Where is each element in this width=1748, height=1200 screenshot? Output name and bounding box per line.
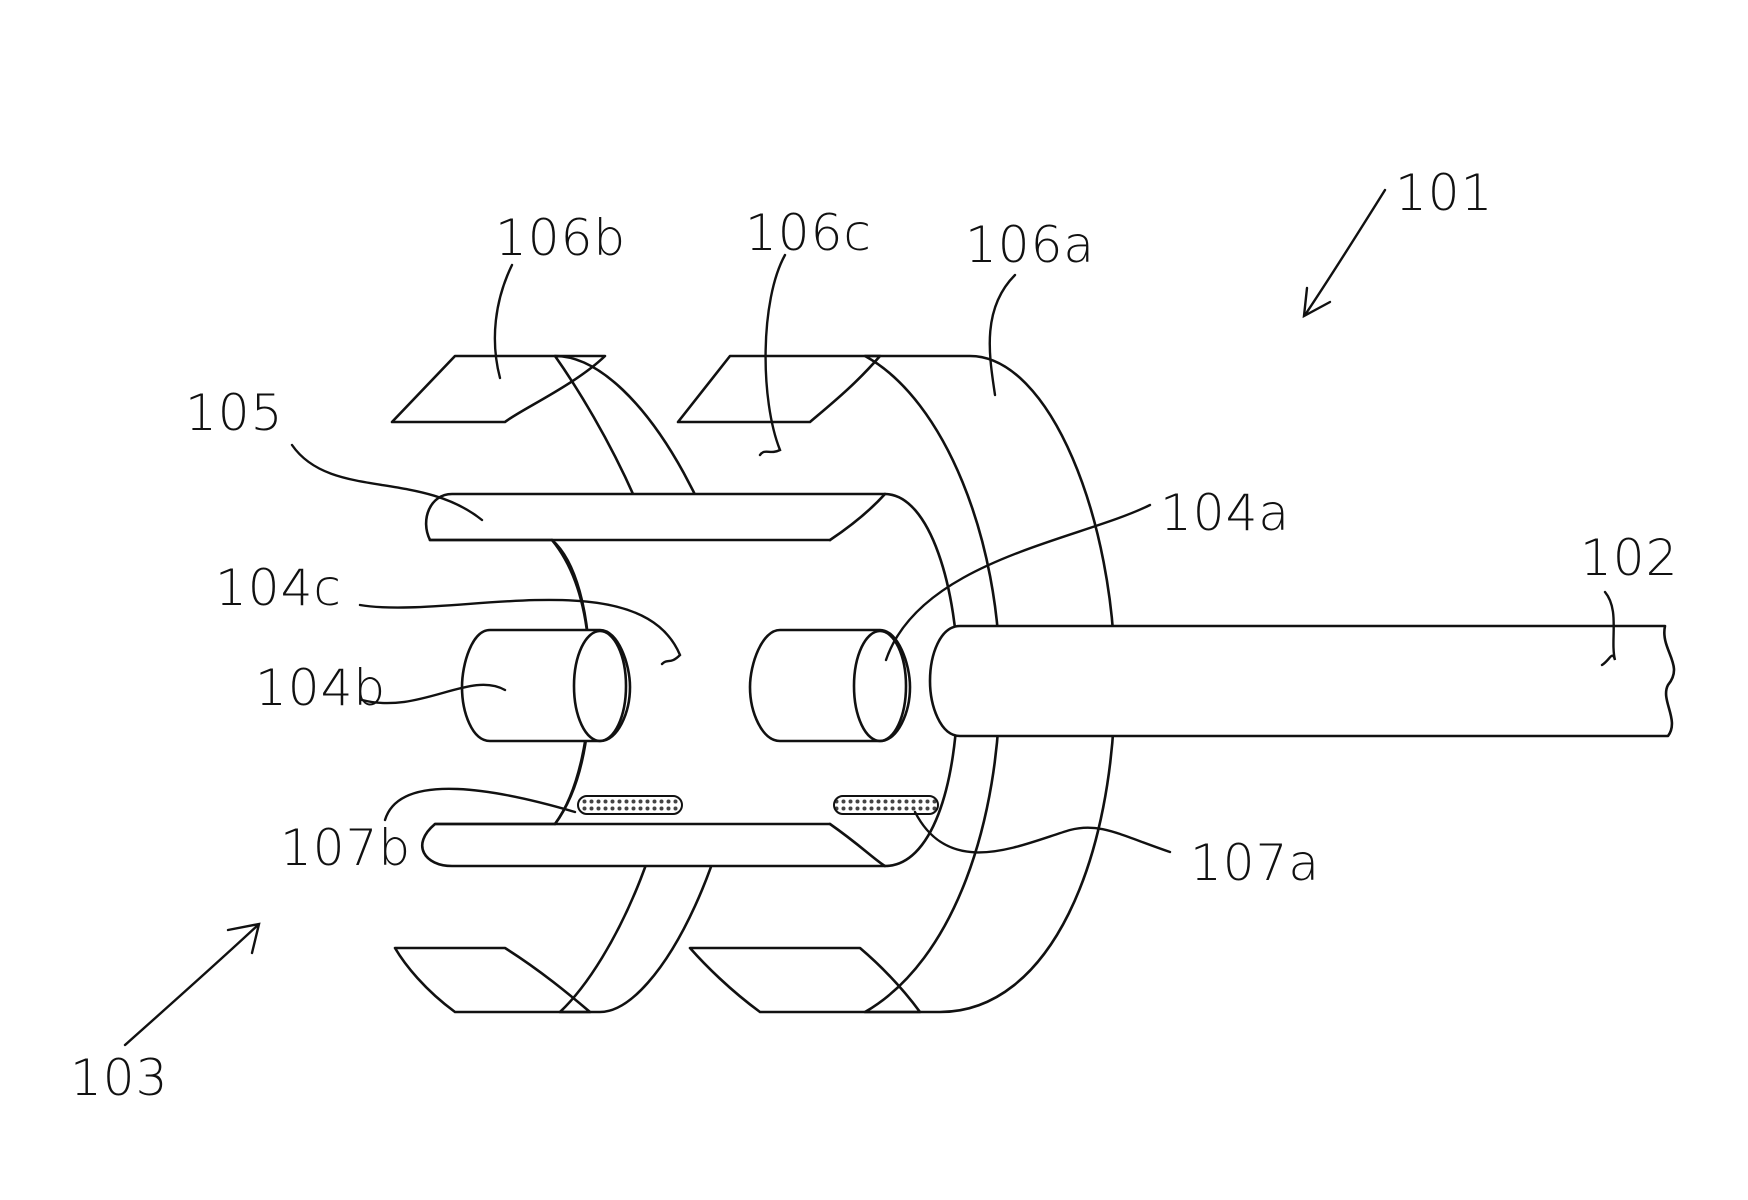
label-104b: 104b bbox=[255, 659, 386, 717]
cable-102 bbox=[930, 626, 1674, 736]
leader-106a bbox=[990, 275, 1015, 395]
label-106b: 106b bbox=[495, 209, 626, 267]
label-105: 105 bbox=[185, 384, 283, 442]
leader-101-arrow bbox=[1305, 190, 1385, 315]
label-106a: 106a bbox=[965, 216, 1095, 274]
label-106c: 106c bbox=[745, 204, 872, 262]
label-107b: 107b bbox=[280, 819, 411, 877]
label-104c: 104c bbox=[215, 559, 342, 617]
leader-106b bbox=[495, 265, 512, 378]
electrode-104a-body bbox=[750, 630, 910, 741]
electrode-104a bbox=[750, 630, 910, 741]
label-107a: 107a bbox=[1190, 834, 1320, 892]
sensor-107b bbox=[578, 796, 682, 814]
ring-106a-bottom-cut bbox=[690, 948, 920, 1012]
sensor-107a bbox=[834, 796, 938, 814]
cable-102-body bbox=[930, 626, 1674, 736]
label-101: 101 bbox=[1395, 164, 1493, 222]
leader-103-arrow bbox=[125, 925, 258, 1045]
ring-106b-bottom-cut bbox=[395, 948, 590, 1012]
leader-107a bbox=[915, 812, 1170, 852]
ring-106a-top-cut bbox=[678, 356, 880, 422]
label-103: 103 bbox=[70, 1049, 168, 1107]
label-102: 102 bbox=[1580, 529, 1678, 587]
leader-107b bbox=[385, 789, 575, 820]
label-104a: 104a bbox=[1160, 484, 1290, 542]
